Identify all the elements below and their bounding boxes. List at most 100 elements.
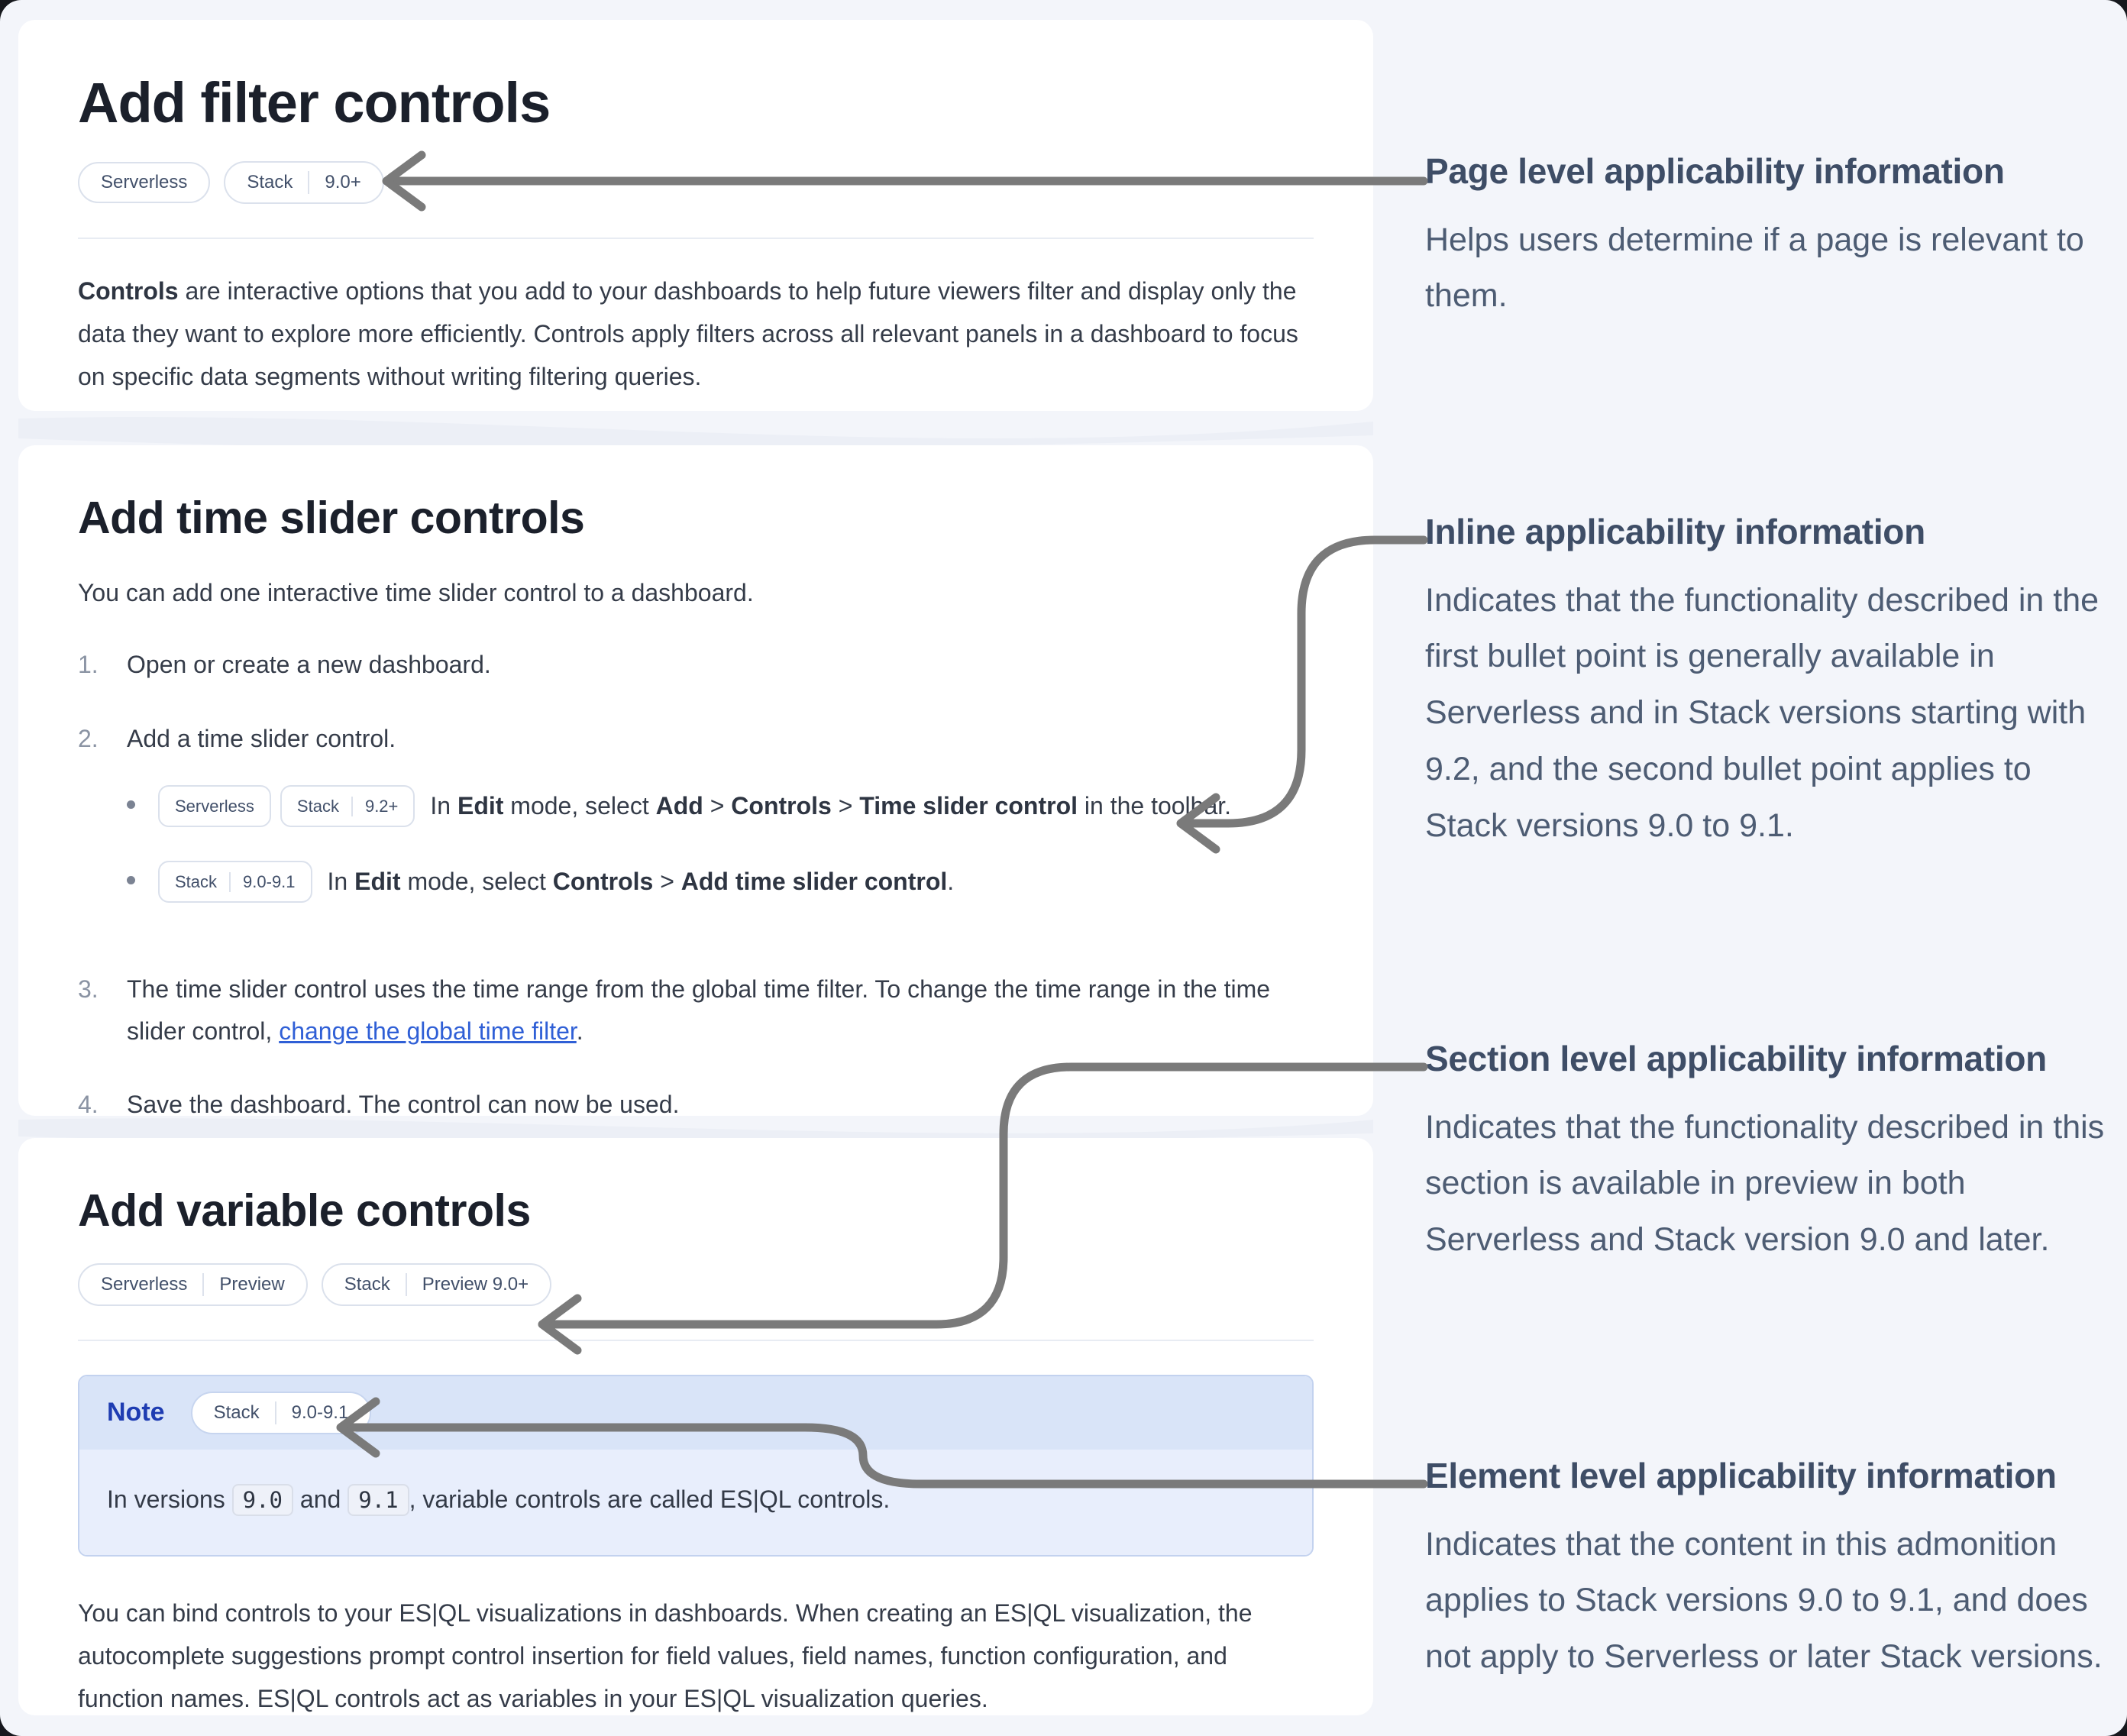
step-number: 4. [78, 1091, 99, 1119]
sub-bullet-item: Stack 9.0-9.1 In Edit mode, select Control… [127, 861, 1231, 904]
step-text: Open or create a new dashboard. [127, 644, 491, 685]
text-run: are interactive options that you add to … [78, 277, 1298, 391]
code-span: 9.1 [347, 1483, 409, 1516]
bold-text: Controls [552, 868, 654, 896]
text-run: In [430, 792, 457, 820]
text-run: In [327, 868, 355, 896]
badge-segment-divider [351, 796, 353, 816]
note-admonition: Note Stack 9.0-9.1 In versions 9.0 and 9.… [78, 1374, 1314, 1557]
annotation-page-level: Page level applicability information Hel… [1425, 150, 2112, 325]
section-intro: You can add one interactive time slider … [78, 578, 754, 606]
annotation-element-level: Element level applicability information … [1425, 1454, 2112, 1686]
badge-segment: 9.0-9.1 [243, 872, 296, 892]
applicability-badge: Stack 9.0-9.1 [190, 1391, 372, 1434]
badge-segment: 9.0-9.1 [291, 1401, 349, 1423]
bullet-text: Stack 9.0-9.1 In Edit mode, select Control… [158, 861, 954, 904]
text-run: . [947, 868, 955, 896]
text-run: . [576, 1017, 583, 1045]
bold-text: Add time slider control [680, 868, 948, 896]
text-run: , variable controls are called ES|QL con… [409, 1485, 891, 1513]
step-number: 2. [78, 724, 99, 752]
badge-segment: Stack [175, 872, 218, 892]
badge-segment: Serverless [101, 1273, 188, 1295]
text-run: The time slider control uses the time ra… [127, 975, 1271, 1045]
text-run: > [703, 792, 732, 820]
annotation-section-level: Section level applicability information … [1425, 1037, 2112, 1269]
text-run: mode, select [400, 868, 553, 896]
step-text: The time slider control uses the time ra… [127, 968, 1303, 1052]
annotation-title: Inline applicability information [1425, 512, 1925, 551]
step-item: 3. The time slider control uses the time … [78, 968, 1314, 1052]
badge-segment: Stack [344, 1273, 390, 1295]
annotation-title: Page level applicability information [1425, 151, 2005, 191]
text-run: mode, select [503, 792, 656, 820]
badge-segment: Preview 9.0+ [422, 1273, 529, 1295]
badge-segment: 9.0+ [325, 172, 361, 193]
applicability-badge: Stack 9.0+ [224, 161, 384, 205]
step-item: 1. Open or create a new dashboard. [78, 644, 1314, 685]
text-run: > [653, 868, 681, 896]
step-number: 3. [78, 975, 99, 1004]
badge-segment: Serverless [101, 172, 188, 193]
step-number: 1. [78, 651, 99, 679]
closing-paragraph: You can bind controls to your ES|QL visu… [78, 1592, 1314, 1720]
badge-segment: Stack [247, 172, 293, 193]
bold-text: Add [655, 792, 703, 820]
annotation-title: Section level applicability information [1425, 1039, 2047, 1078]
code-span: 9.0 [231, 1483, 294, 1516]
text-run: and [293, 1485, 348, 1513]
bold-text: Controls [731, 792, 832, 820]
bullet-dot [127, 876, 135, 885]
badge-segment: Stack [296, 796, 339, 816]
text-run: Add a time slider control. [127, 724, 396, 752]
steps-list: 1. Open or create a new dashboard. 2. Add a… [78, 644, 1314, 1125]
applicability-badge: Stack 9.0-9.1 [158, 861, 312, 904]
annotation-body: Indicates that the content in this admon… [1425, 1525, 2103, 1676]
annotation-body: Helps users determine if a page is relev… [1425, 221, 2084, 315]
note-header: Note Stack 9.0-9.1 [79, 1376, 1312, 1450]
card-add-time-slider-controls: Add time slider controls You can add one… [18, 445, 1373, 1118]
badge-segment: Preview [219, 1273, 285, 1295]
text-run: Save the dashboard. The control can now … [127, 1091, 680, 1119]
section-applicability-badges: Serverless Preview Stack Preview 9.0+ [78, 1262, 1314, 1306]
bullet-badges: Stack 9.0-9.1 [158, 861, 312, 904]
badge-segment-divider [202, 1272, 205, 1296]
inline-link[interactable]: change the global time filter [279, 1017, 577, 1045]
text-run: You can bind controls to your ES|QL visu… [78, 1599, 1253, 1713]
annotation-inline-level: Inline applicability information Indicat… [1425, 510, 2112, 855]
applicability-badge: Serverless [158, 784, 271, 828]
text-run: in the toolbar. [1078, 792, 1232, 820]
step-text: Save the dashboard. The control can now … [127, 1084, 679, 1125]
applicability-badge: Serverless Preview [78, 1262, 308, 1306]
note-label: Note [107, 1398, 165, 1427]
badge-segment-divider [274, 1401, 276, 1424]
annotation-body: Indicates that the functionality describ… [1425, 1108, 2105, 1259]
section-title-variable: Add variable controls [78, 1185, 531, 1236]
text-run: > [831, 792, 860, 820]
page-title: Add filter controls [78, 71, 551, 134]
badge-segment-divider [405, 1272, 407, 1296]
bold-text: Time slider control [859, 792, 1078, 820]
bold-text: Edit [354, 868, 401, 896]
bullet-dot [127, 800, 135, 810]
text-run: In versions [107, 1485, 232, 1513]
divider [78, 238, 1314, 240]
annotation-title: Element level applicability information [1425, 1456, 2057, 1495]
note-body: In versions 9.0 and 9.1, variable contro… [79, 1449, 1312, 1556]
page-applicability-badges: Serverless Stack 9.0+ [78, 161, 1314, 205]
bold-text: Controls [78, 277, 179, 305]
applicability-badge: Serverless [78, 162, 211, 204]
badge-segment: Stack [213, 1401, 260, 1423]
bold-text: Edit [457, 792, 504, 820]
badge-segment: Serverless [175, 796, 254, 816]
